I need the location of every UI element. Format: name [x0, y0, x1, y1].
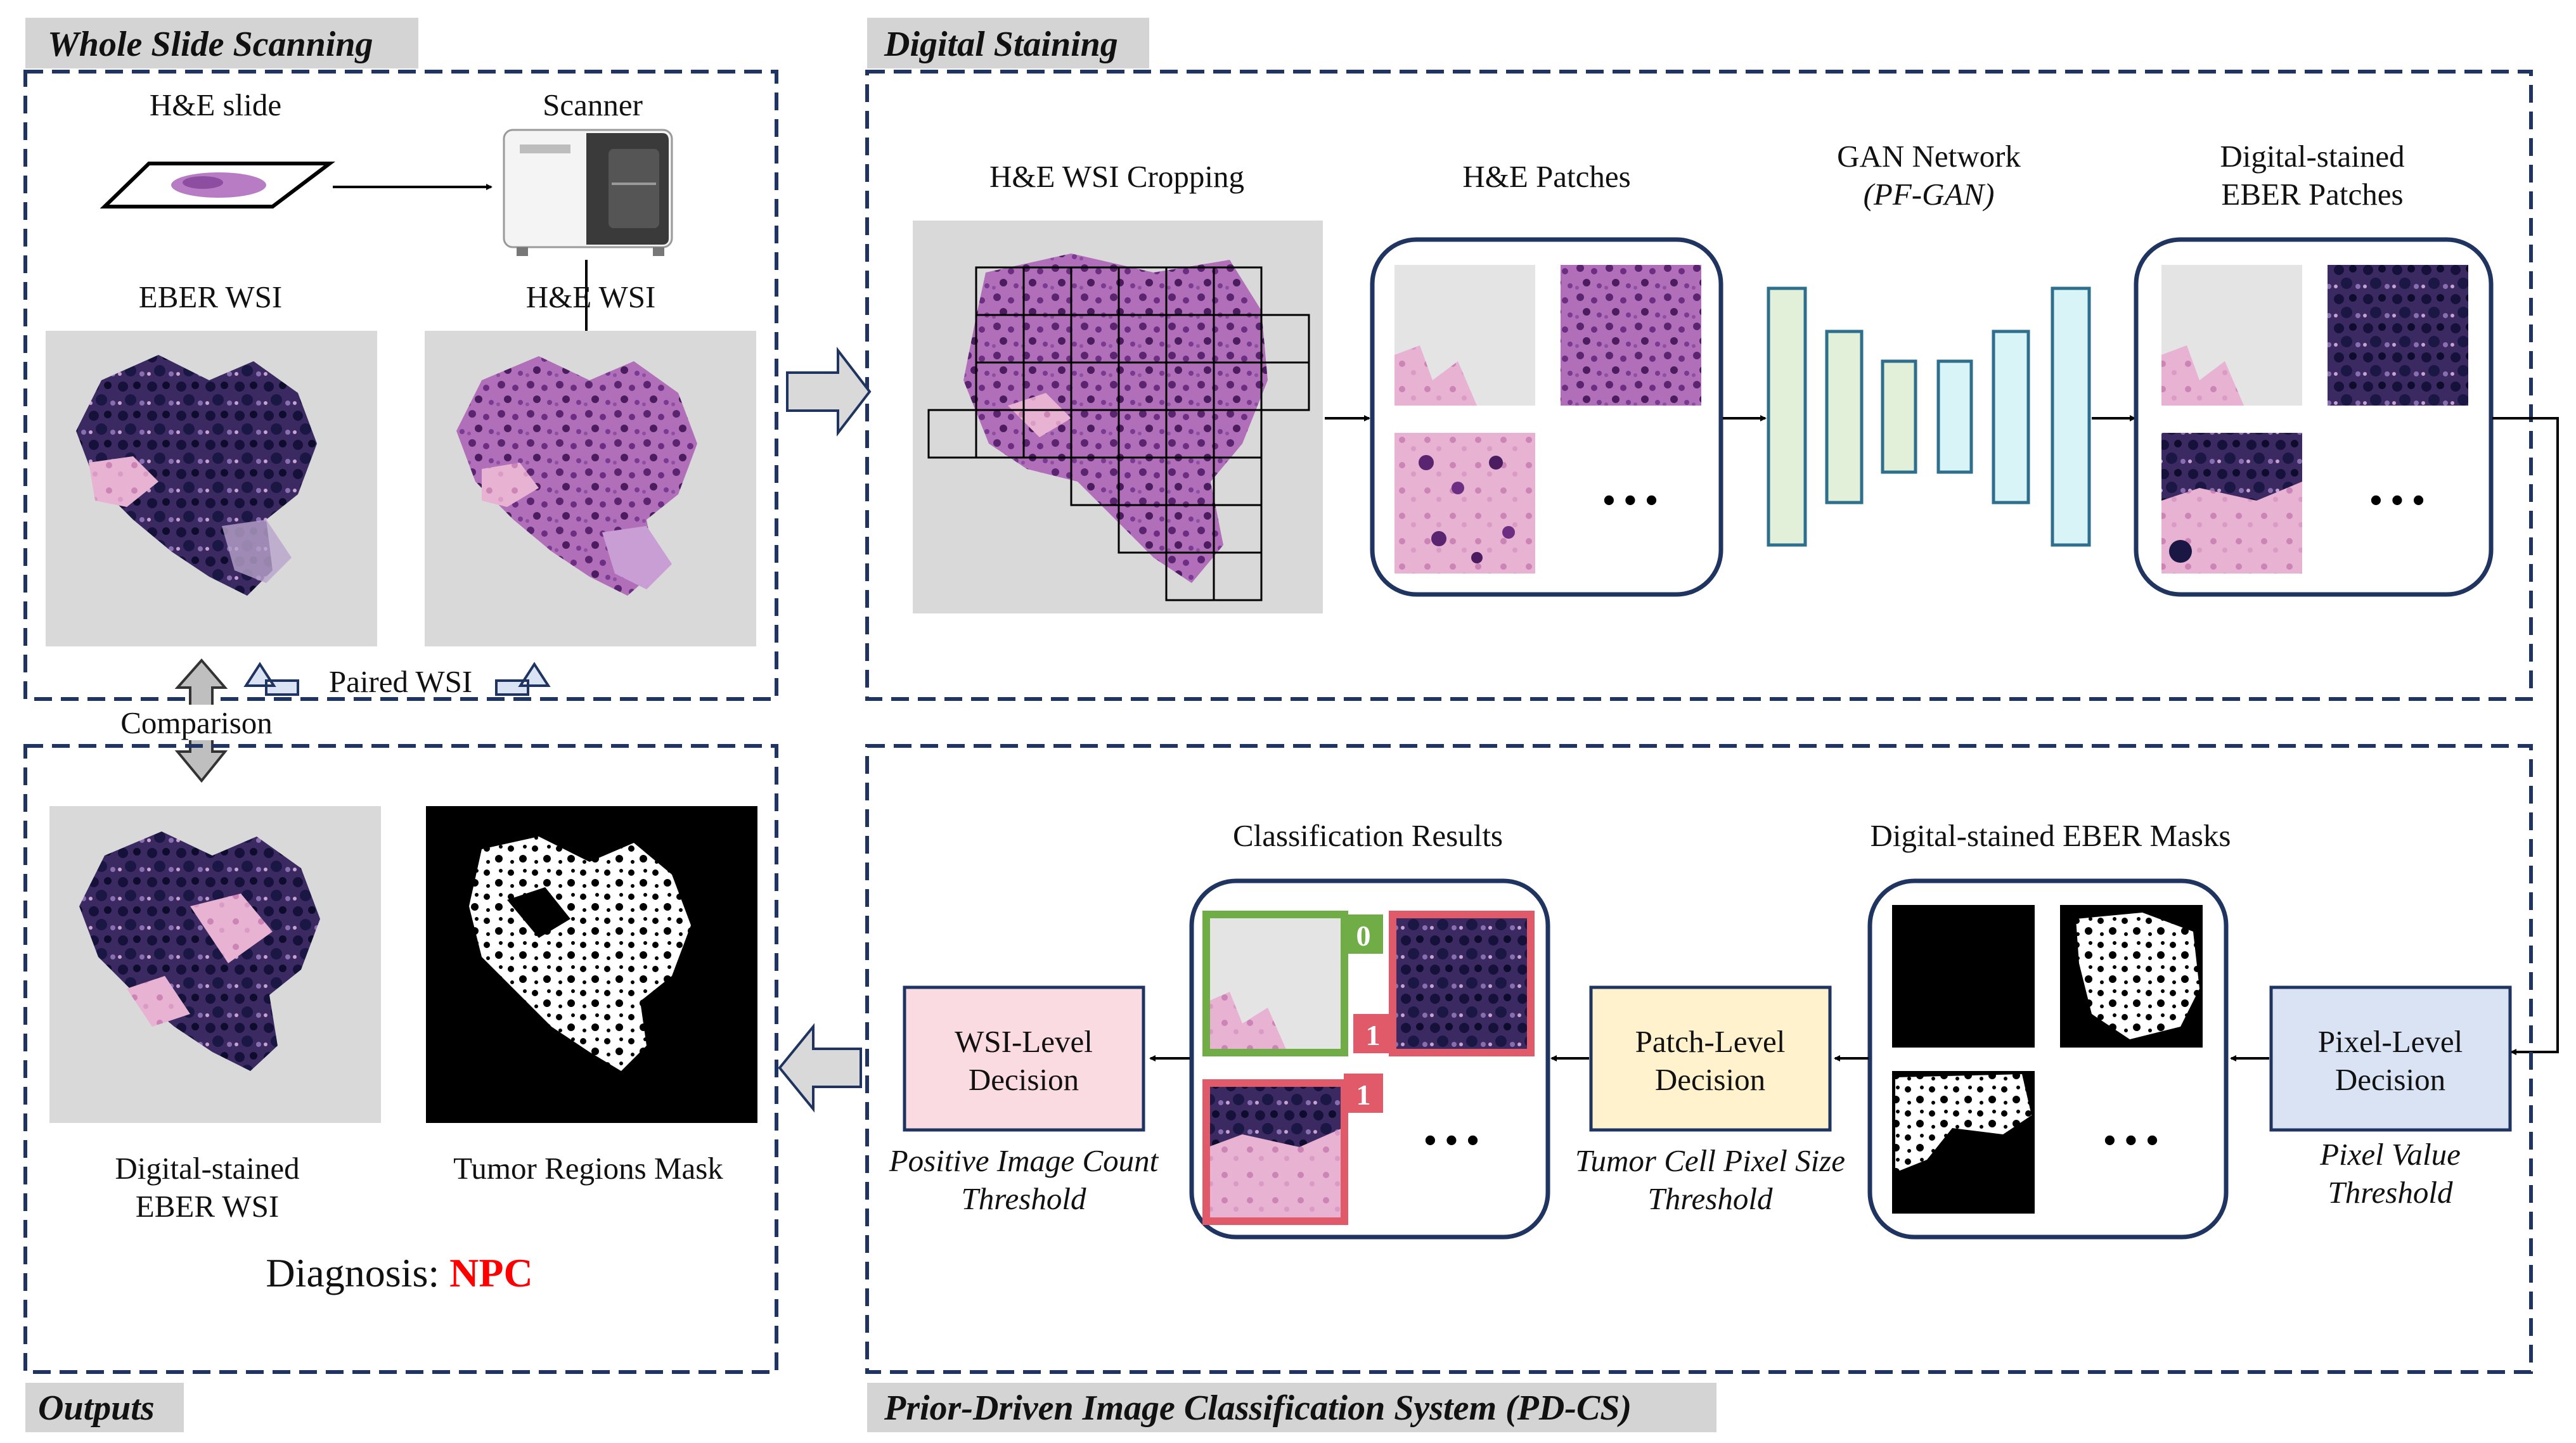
stained-patches-ellipsis: • • • — [2370, 481, 2425, 520]
badge-positive-1: 1 — [1366, 1019, 1381, 1051]
pixel-threshold-line2: Threshold — [2328, 1175, 2453, 1210]
results-title: Classification Results — [1233, 818, 1503, 853]
gan-encoder-layer-2 — [1825, 330, 1864, 504]
ds-frame — [865, 70, 2533, 701]
pixel-level-decision-box: Pixel-Level Decision — [2269, 985, 2512, 1132]
paired-wsi-label: Paired WSI — [329, 664, 472, 699]
he-patches-ellipsis: • • • — [1603, 481, 1658, 520]
output-stained-label-line2: EBER WSI — [136, 1189, 279, 1224]
whole-slide-scanning-section: Whole Slide Scanning H&E slide Scanner E… — [23, 18, 778, 701]
stained-patch-1 — [2161, 265, 2302, 406]
mask-patch-3 — [1892, 1071, 2035, 1214]
ds-title: Digital Staining — [884, 25, 1118, 64]
gan-network-icon — [1767, 286, 2091, 547]
stained-patches-box: • • • — [2134, 237, 2494, 597]
diagnosis-label: Diagnosis: — [266, 1250, 449, 1295]
scanner-label: Scanner — [543, 87, 643, 122]
outputs-title: Outputs — [38, 1388, 155, 1428]
gan-decoder-layer-3 — [2051, 286, 2091, 547]
output-stained-label-line1: Digital-stained — [115, 1151, 299, 1186]
he-wsi-label: H&E WSI — [526, 279, 656, 314]
badge-negative: 0 — [1356, 920, 1371, 952]
he-patch-3 — [1394, 433, 1535, 574]
wss-title: Whole Slide Scanning — [48, 25, 373, 64]
he-patch-2 — [1561, 265, 1701, 406]
wsi-level-line2: Decision — [969, 1062, 1079, 1097]
stained-patches-label-line2: EBER Patches — [2221, 177, 2403, 212]
eber-wsi-label: EBER WSI — [139, 279, 282, 314]
results-box: 0 1 1 • • • — [1189, 878, 1550, 1240]
mask-patch-1 — [1892, 905, 2035, 1048]
he-patches-box: • • • — [1370, 237, 1723, 597]
pdcs-frame — [865, 744, 2533, 1374]
results-ellipsis: • • • — [1424, 1121, 1479, 1160]
he-slide-icon — [100, 162, 335, 208]
eber-wsi-image — [46, 331, 377, 646]
he-wsi-image — [425, 331, 756, 646]
pdcs-title-bg — [867, 1383, 1716, 1432]
wss-frame — [23, 70, 778, 701]
stained-patch-3 — [2161, 433, 2302, 574]
outputs-title-bg — [25, 1383, 184, 1432]
comparison-label-bg — [108, 705, 298, 740]
stained-patches-label-line1: Digital-stained — [2220, 139, 2404, 174]
gan-encoder-layer-3 — [1881, 359, 1917, 474]
mask-patch-2 — [2060, 905, 2203, 1048]
crop-grid-cell — [1213, 551, 1263, 601]
he-patches-label: H&E Patches — [1462, 159, 1630, 194]
badge-positive-2: 1 — [1356, 1079, 1371, 1111]
outputs-frame — [23, 744, 778, 1374]
digital-stained-eber-wsi-image — [49, 806, 381, 1123]
masks-title: Digital-stained EBER Masks — [1871, 818, 2231, 853]
wsi-level-line1: WSI-Level — [955, 1024, 1093, 1059]
tumor-mask-label: Tumor Regions Mask — [453, 1151, 723, 1186]
gan-decoder-layer-1 — [1936, 359, 1973, 474]
result-patch-positive-2: 1 — [1202, 1074, 1383, 1225]
crop-grid — [927, 266, 1310, 601]
masks-box: • • • — [1867, 878, 2229, 1240]
patch-level-decision-box: Patch-Level Decision — [1589, 985, 1832, 1132]
he-wsi-cropping-image — [913, 221, 1323, 613]
result-patch-positive-1: 1 — [1353, 911, 1535, 1056]
wss-title-bg — [25, 18, 418, 68]
comparison-label: Comparison — [120, 705, 273, 740]
diagnosis-line: Diagnosis: NPC — [266, 1250, 532, 1295]
ds-to-pdcs-connector — [2492, 417, 2559, 1055]
crop-grid-cell — [1260, 361, 1310, 411]
diagnosis-value: NPC — [449, 1250, 533, 1295]
wss-to-ds-arrow — [786, 347, 872, 437]
wsi-level-decision-box: WSI-Level Decision — [903, 985, 1145, 1132]
patch-level-line2: Decision — [1655, 1062, 1765, 1097]
gan-label-line2: (PF-GAN) — [1864, 177, 1995, 212]
ds-title-bg — [867, 18, 1149, 68]
digital-staining-section: Digital Staining H&E WSI Cropping H&E Pa… — [786, 18, 2533, 701]
gan-label-line1: GAN Network — [1837, 139, 2021, 174]
masks-ellipsis: • • • — [2104, 1121, 2159, 1160]
stained-patch-2 — [2328, 265, 2468, 406]
result-patch-negative: 0 — [1202, 911, 1383, 1056]
paired-wsi-connector — [243, 662, 551, 696]
count-threshold-line2: Threshold — [962, 1181, 1086, 1216]
pdcs-section: Pixel-Level Decision Pixel Value Thresho… — [778, 744, 2533, 1374]
tumor-threshold-line2: Threshold — [1648, 1181, 1773, 1216]
tumor-threshold-line1: Tumor Cell Pixel Size — [1575, 1143, 1845, 1178]
pixel-threshold-line1: Pixel Value — [2319, 1137, 2461, 1172]
gan-encoder-layer-1 — [1767, 286, 1807, 547]
he-slide-label: H&E slide — [150, 87, 281, 122]
he-patch-1 — [1394, 265, 1535, 406]
patch-level-line1: Patch-Level — [1635, 1024, 1786, 1059]
pixel-level-line1: Pixel-Level — [2318, 1024, 2463, 1059]
pixel-level-line2: Decision — [2335, 1062, 2445, 1097]
tumor-regions-mask-image — [426, 806, 757, 1123]
outputs-section: Digital-stained EBER WSI Tumor Regions M… — [23, 744, 778, 1374]
scanner-icon — [503, 129, 673, 256]
pdcs-to-outputs-arrow — [778, 1023, 862, 1113]
pdcs-title: Prior-Driven Image Classification System… — [884, 1388, 1632, 1428]
cropping-label: H&E WSI Cropping — [989, 159, 1244, 194]
count-threshold-line1: Positive Image Count — [889, 1143, 1159, 1178]
gan-decoder-layer-2 — [1992, 330, 2030, 504]
